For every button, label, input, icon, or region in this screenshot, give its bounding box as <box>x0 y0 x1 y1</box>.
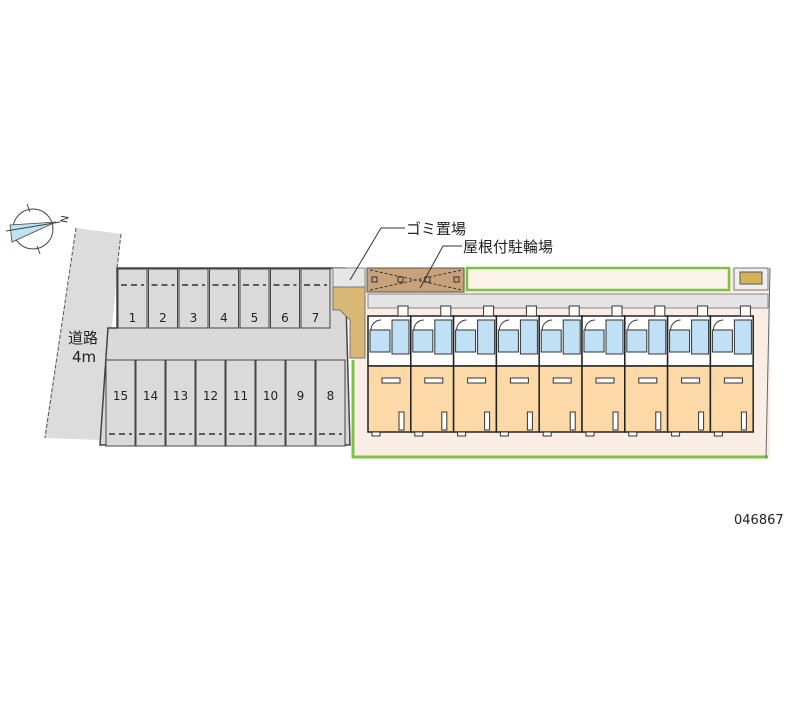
road-name-label: 道路 <box>68 329 98 347</box>
apartment-unit <box>709 305 754 437</box>
parking-space-number: 6 <box>281 311 289 325</box>
apartment-unit <box>581 305 626 437</box>
parking-space: 3 <box>178 268 209 329</box>
parking-space: 4 <box>209 268 239 329</box>
building <box>367 305 754 437</box>
bike-parking-label: 屋根付駐輪場 <box>463 238 553 256</box>
garbage-leader-line <box>349 227 405 281</box>
parking-space-number: 10 <box>263 389 278 403</box>
parking-space-number: 1 <box>129 311 137 325</box>
parking-space-number: 8 <box>327 389 335 403</box>
parking-space: 6 <box>270 268 300 329</box>
parking-space: 7 <box>300 268 331 329</box>
parking-space: 8 <box>315 359 346 447</box>
parking-space: 15 <box>105 359 136 447</box>
parking-space: 11 <box>225 359 256 447</box>
parking-space: 2 <box>148 268 178 329</box>
parking-space-number: 13 <box>173 389 188 403</box>
apartment-unit <box>538 305 583 437</box>
apartment-unit <box>367 305 412 437</box>
parking-space: 13 <box>165 359 196 447</box>
parking-space-number: 9 <box>297 389 305 403</box>
parking-space-number: 14 <box>143 389 158 403</box>
utility-box <box>733 267 769 291</box>
garbage-label: ゴミ置場 <box>406 220 466 238</box>
garbage-area <box>332 267 366 288</box>
parking-space: 1 <box>117 268 148 329</box>
apartment-unit <box>666 305 712 437</box>
road-width-label: 4m <box>72 348 96 366</box>
parking-space: 5 <box>239 268 270 329</box>
parking-space-number: 15 <box>113 389 128 403</box>
parking-space-number: 3 <box>190 311 198 325</box>
apartment-unit <box>452 305 498 437</box>
property-code: 046867 <box>734 513 784 528</box>
parking-space-number: 2 <box>159 311 167 325</box>
parking-space-number: 5 <box>251 311 259 325</box>
apartment-unit <box>410 305 455 437</box>
parking-space: 9 <box>285 359 316 447</box>
road <box>44 228 121 440</box>
hedge-strip <box>465 266 731 292</box>
parking-space: 14 <box>135 359 166 447</box>
parking-space: 10 <box>255 359 286 447</box>
parking-space: 12 <box>195 359 226 447</box>
parking-space-number: 12 <box>203 389 218 403</box>
bike-shelter <box>366 267 465 293</box>
corridor <box>367 293 769 309</box>
bike-leader-line <box>419 245 462 289</box>
parking-space-number: 4 <box>220 311 228 325</box>
apartment-unit <box>495 305 540 437</box>
apartment-unit <box>624 305 669 437</box>
parking-space-number: 7 <box>312 311 320 325</box>
north-compass-icon: N <box>5 203 72 255</box>
walkway <box>332 286 366 359</box>
compass-letter: N <box>59 215 71 224</box>
hedge-border <box>351 360 768 459</box>
parking-space-number: 11 <box>233 389 248 403</box>
